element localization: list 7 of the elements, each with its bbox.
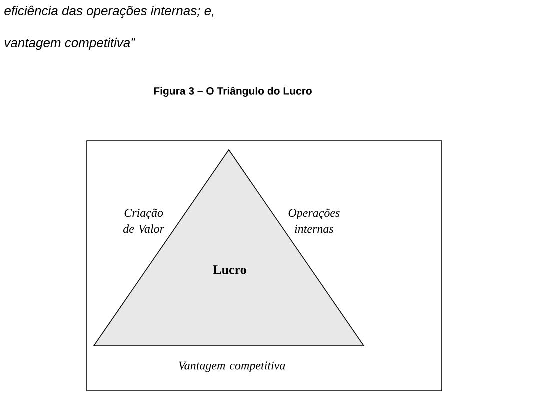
frame-box	[86, 140, 442, 392]
side-label: Criação de Valor	[124, 208, 165, 234]
figure-title: Figura 3 – O Triângulo do Lucro	[154, 86, 312, 98]
side-label: Vantagem competitiva	[178, 362, 286, 372]
side-label: Operações internas	[288, 208, 340, 234]
body-text: eficiência das operações internas; e,	[4, 6, 214, 18]
body-text: vantagem competitiva”	[4, 38, 136, 50]
